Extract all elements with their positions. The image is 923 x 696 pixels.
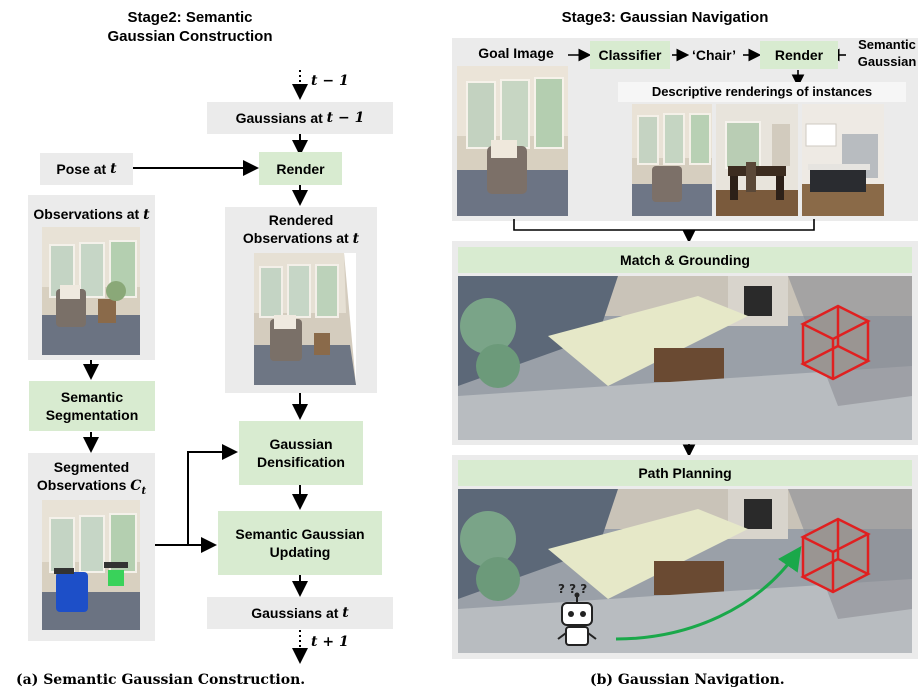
scene-image-path: ? ? ? — [458, 489, 912, 653]
stage2-title: Stage2: Semantic Gaussian Construction — [90, 8, 290, 46]
pose-text: Pose at — [56, 161, 107, 177]
goal-image — [457, 66, 568, 216]
box-path-planning: Path Planning — [458, 460, 912, 486]
caption-b: (b) Gaussian Navigation. — [590, 672, 785, 688]
box-semantic-gaussian-updating: Semantic Gaussian Updating — [218, 511, 382, 575]
observations-text: Observations at — [33, 206, 144, 222]
gaussians-prev-var: t − 1 — [326, 110, 365, 126]
box-render-stage3: Render — [760, 41, 838, 69]
caption-a: (a) Semantic Gaussian Construction. — [16, 672, 306, 688]
label-t-plus-1: t + 1 — [311, 634, 349, 650]
box-match-grounding: Match & Grounding — [458, 247, 912, 273]
stage3-title: Stage3: Gaussian Navigation — [561, 9, 769, 26]
instance-image-1 — [632, 104, 712, 216]
rendered-label: Rendered Observations at t — [225, 211, 377, 248]
semantic-gaussian-line2: Gaussian — [857, 54, 917, 69]
arrow-match-to-path — [682, 444, 696, 458]
stage2-connectors — [83, 70, 308, 664]
svg-text:? ? ?: ? ? ? — [558, 582, 587, 596]
gaussians-prev-text: Gaussians at — [235, 110, 323, 126]
observations-label: Observations at t — [28, 205, 155, 224]
label-descriptive-renderings: Descriptive renderings of instances — [618, 82, 906, 102]
panel-observations: Observations at t — [28, 195, 155, 360]
segmented-text: Observations — [36, 477, 131, 493]
bracket-to-match — [513, 219, 815, 231]
box-gaussians-prev: Gaussians at t − 1 — [207, 102, 393, 134]
bbox-red-path — [800, 517, 871, 594]
rendered-text: Observations at — [242, 230, 353, 246]
label-semantic-gaussian: Semantic Gaussian — [852, 36, 922, 70]
label-chair: ‘Chair’ — [691, 47, 737, 63]
observation-image — [42, 227, 140, 355]
segmentation-line2: Segmentation — [45, 407, 139, 423]
rendered-var: t — [352, 231, 360, 247]
box-gaussian-densification: Gaussian Densification — [239, 421, 363, 485]
instance-image-3 — [802, 104, 884, 216]
box-classifier: Classifier — [590, 41, 670, 69]
densify-line2: Densification — [257, 454, 345, 470]
label-t-minus-1: t − 1 — [311, 73, 349, 89]
arrow-segmented-to-densify — [153, 444, 238, 546]
observations-var: t — [143, 207, 150, 223]
segmented-label: Segmented Observations Ct — [28, 458, 155, 501]
panel-segmented: Segmented Observations Ct — [28, 453, 155, 641]
updating-line1: Semantic Gaussian — [235, 526, 365, 542]
goal-image-label: Goal Image — [478, 45, 554, 61]
semantic-gaussian-line1: Semantic — [858, 37, 916, 52]
rendered-image — [254, 253, 356, 385]
densify-line1: Gaussian — [269, 436, 333, 452]
gaussians-now-text: Gaussians at — [251, 605, 339, 621]
segmented-sub: t — [141, 485, 147, 497]
robot-icon: ? ? ? — [557, 582, 597, 646]
box-gaussians-now: Gaussians at t — [207, 597, 393, 629]
panel-rendered: Rendered Observations at t — [225, 207, 377, 393]
box-render-stage2: Render — [259, 152, 342, 185]
pose-var: t — [110, 161, 117, 177]
bbox-red-match — [800, 304, 871, 381]
segmentation-line1: Semantic — [60, 389, 124, 405]
stage2-title-line2: Gaussian Construction — [107, 28, 273, 45]
instance-image-2 — [716, 104, 798, 216]
updating-line2: Updating — [269, 544, 331, 560]
box-pose: Pose at t — [40, 153, 133, 185]
segmented-var: C — [130, 478, 142, 494]
segmented-line1: Segmented — [53, 459, 130, 475]
segmented-image — [42, 500, 140, 630]
rendered-line1: Rendered — [268, 212, 334, 228]
stage2-title-line1: Stage2: Semantic — [127, 9, 253, 26]
stage3-top-connectors — [513, 48, 846, 244]
box-semantic-segmentation: Semantic Segmentation — [29, 381, 155, 431]
path-planning-curve — [615, 546, 802, 641]
scene-image-match — [458, 276, 912, 440]
gaussians-now-var: t — [342, 605, 349, 621]
